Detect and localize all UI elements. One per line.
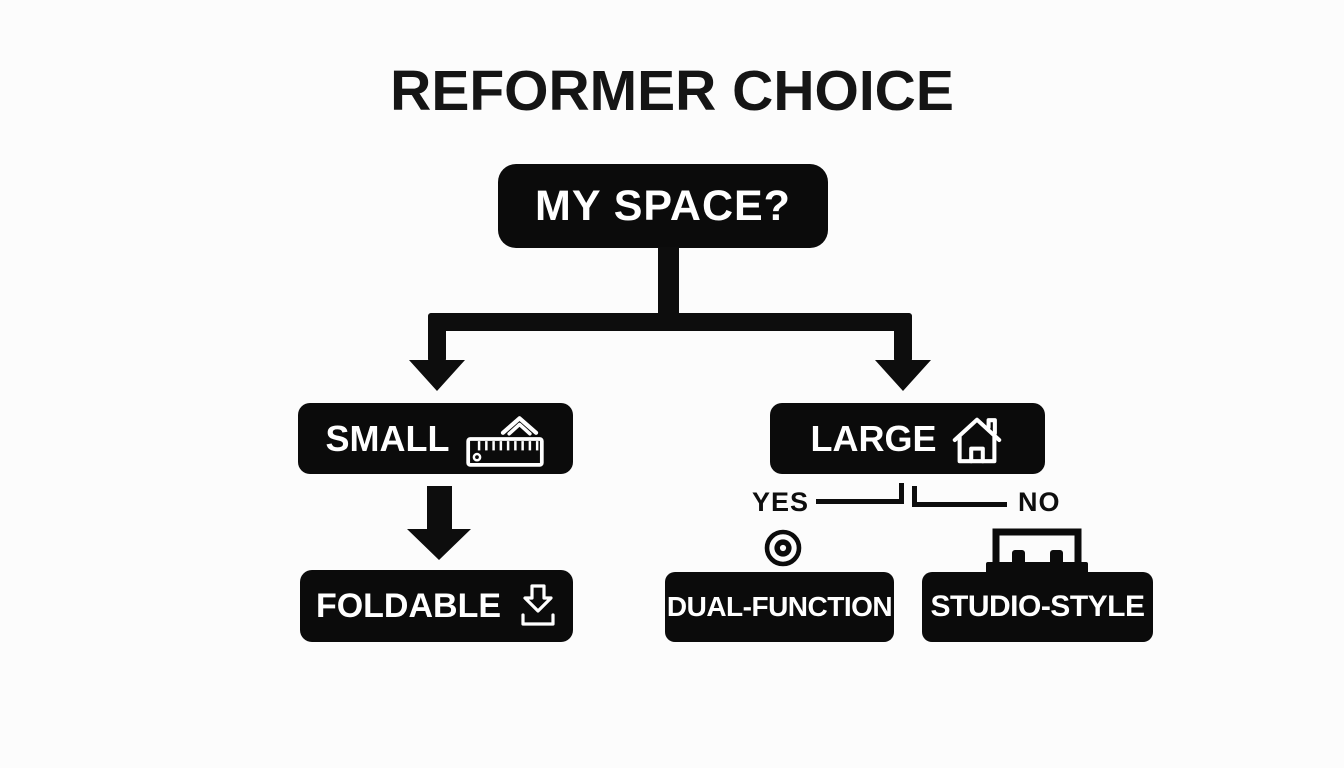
node-my-space-label: MY SPACE?: [535, 181, 791, 230]
yes-branch-tick: [899, 483, 904, 504]
node-small-label: SMALL: [325, 417, 450, 459]
arrowhead-down-icon: [407, 529, 471, 560]
arrowhead-left-icon: [409, 360, 465, 391]
node-large: LARGE: [770, 403, 1045, 474]
node-my-space: MY SPACE?: [498, 164, 828, 248]
yes-branch-label: YES: [752, 487, 810, 517]
diagram-title: REFORMER CHOICE: [390, 59, 954, 123]
root-stem-connector: [658, 247, 679, 318]
arrowhead-right-icon: [875, 360, 931, 391]
node-large-label: LARGE: [810, 417, 937, 459]
house-icon: [949, 411, 1005, 467]
node-studio-style: STUDIO-STYLE: [922, 572, 1153, 642]
node-dual-function-label: DUAL-FUNCTION: [666, 591, 893, 622]
no-branch-tick: [912, 486, 917, 507]
ruler-icon: [465, 411, 545, 467]
node-foldable: FOLDABLE: [300, 570, 573, 642]
small-stem-connector: [427, 486, 452, 531]
node-foldable-label: FOLDABLE: [315, 586, 502, 625]
fold-down-icon: [519, 583, 557, 629]
branch-drop-left: [428, 313, 446, 362]
bench-icon: [984, 524, 1090, 579]
no-branch-line: [912, 502, 1007, 507]
yes-branch-line: [816, 499, 903, 504]
node-studio-style-label: STUDIO-STYLE: [930, 590, 1145, 623]
target-icon: [763, 528, 803, 573]
node-dual-function: DUAL-FUNCTION: [665, 572, 894, 642]
branch-drop-right: [894, 313, 912, 362]
node-small: SMALL: [298, 403, 573, 474]
no-branch-label: NO: [1018, 487, 1061, 517]
branch-horizontal-bar: [428, 313, 912, 331]
